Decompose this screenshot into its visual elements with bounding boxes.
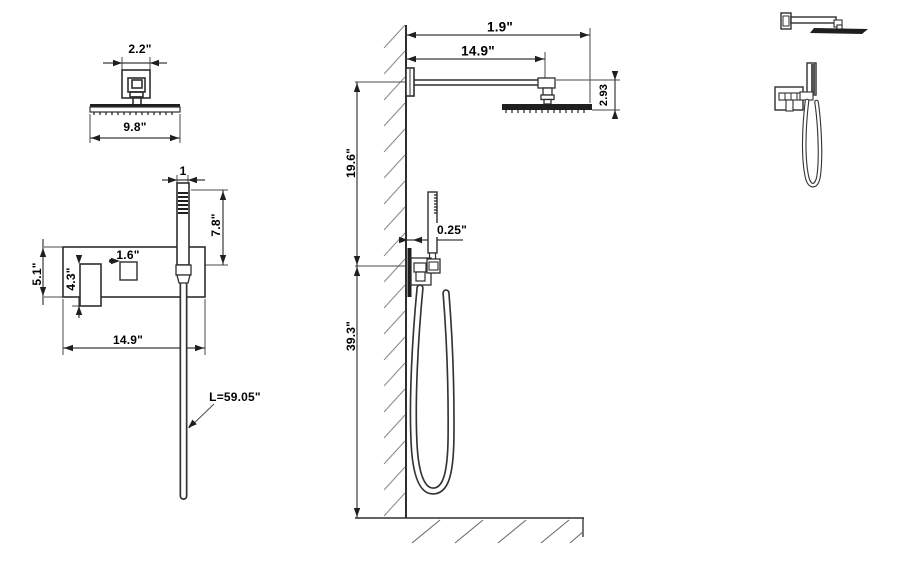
dim-label-arm-reach: 1.9" bbox=[487, 19, 513, 35]
thumbnail-view-drawing bbox=[774, 12, 868, 188]
thumbnail-hand-shower bbox=[806, 62, 817, 96]
dim-label-head-drop: 2.93 bbox=[598, 83, 610, 107]
dim-label-head-width: 9.8" bbox=[123, 120, 147, 134]
spout-recess bbox=[119, 261, 138, 281]
thumbnail-hose bbox=[801, 98, 823, 188]
side-view-arrows bbox=[353, 31, 619, 517]
floor bbox=[355, 517, 585, 544]
side-view-drawing bbox=[353, 24, 620, 544]
dim-label-hose-length: L=59.05" bbox=[209, 390, 261, 404]
dim-label-arm-length: 14.9" bbox=[461, 43, 495, 59]
rain-head-side bbox=[502, 104, 592, 113]
dim-label-valve-to-floor: 39.3" bbox=[344, 320, 358, 352]
dim-label-plate-height: 5.1" bbox=[30, 262, 44, 286]
thumbnail-rain-head bbox=[810, 28, 868, 34]
front-view-drawing bbox=[39, 57, 228, 500]
dim-label-bracket-width: 2.2" bbox=[128, 42, 152, 56]
dim-label-wand-height: 7.8" bbox=[209, 213, 223, 237]
thumbnail-valve bbox=[774, 86, 814, 112]
front-view-arrows bbox=[39, 59, 227, 428]
floor-hatching bbox=[411, 519, 585, 544]
rain-head-front bbox=[89, 104, 181, 115]
dim-label-handle-height: 4.3" bbox=[64, 267, 78, 291]
dim-label-trim-offset: 0.25" bbox=[434, 223, 470, 237]
hand-shower-front bbox=[175, 182, 192, 284]
dim-label-head-to-valve: 19.6" bbox=[344, 147, 358, 179]
wall-hatching bbox=[383, 24, 406, 517]
shower-arm-side bbox=[405, 67, 556, 105]
valve-handle bbox=[79, 263, 102, 307]
dim-label-plate-width: 14.9" bbox=[112, 333, 144, 347]
dim-label-recess-width: 1.6" bbox=[116, 248, 140, 262]
thumbnail-arm bbox=[780, 12, 843, 31]
valve-side bbox=[407, 248, 441, 297]
dim-label-wand-width: 1 bbox=[179, 164, 187, 178]
ceiling-bracket bbox=[121, 69, 151, 106]
hose-side-loop bbox=[409, 284, 455, 495]
